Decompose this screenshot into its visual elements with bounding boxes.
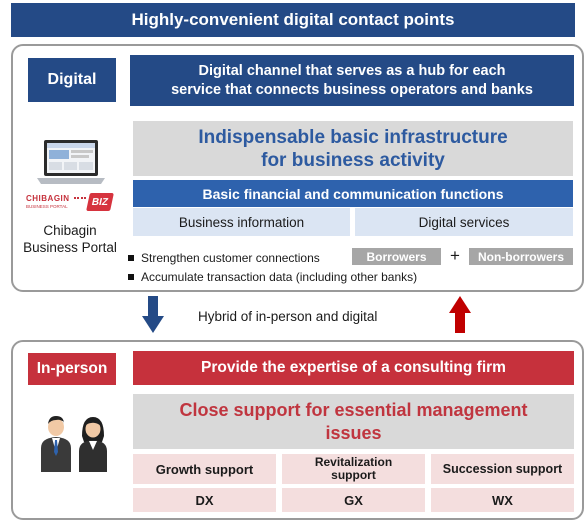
chibagin-biz-logo: CHIBAGIN BUSINESS PORTAL BIZ	[26, 193, 114, 215]
infra-line-2: for business activity	[261, 149, 445, 171]
close-support-line-1: Close support for essential management	[179, 399, 528, 420]
bullet-item: Accumulate transaction data (including o…	[128, 270, 417, 284]
hybrid-text: Hybrid of in-person and digital	[198, 309, 378, 324]
close-support-box: Close support for essential management i…	[133, 394, 574, 449]
logo-biz-badge: BIZ	[86, 193, 114, 211]
gx-cell: GX	[282, 488, 425, 512]
close-support-line-2: issues	[325, 422, 382, 443]
header-banner: Highly-convenient digital contact points	[11, 3, 575, 37]
channel-line-2: service that connects business operators…	[171, 81, 533, 98]
bullet-marker	[128, 255, 134, 261]
succession-support-cell: Succession support	[431, 454, 574, 484]
borrowers-badge: Borrowers	[352, 248, 441, 265]
up-arrow-icon	[449, 296, 471, 333]
plus-sign: +	[450, 246, 460, 265]
in-person-label: In-person	[28, 353, 116, 385]
infra-line-1: Indispensable basic infrastructure	[198, 126, 508, 148]
digital-label: Digital	[28, 58, 116, 102]
bullet-item: Strengthen customer connections	[128, 251, 320, 265]
logo-subtext: BUSINESS PORTAL	[26, 204, 68, 209]
digital-services-cell: Digital services	[355, 208, 573, 236]
basic-functions-bar: Basic financial and communication functi…	[133, 180, 573, 207]
business-information-cell: Business information	[133, 208, 350, 236]
portal-name-line-2: Business Portal	[23, 240, 117, 255]
digital-channel-box: Digital channel that serves as a hub for…	[130, 55, 574, 106]
logo-wordmark: CHIBAGIN	[26, 194, 70, 203]
laptop-icon	[37, 140, 105, 184]
portal-name-line-1: Chibagin	[43, 223, 97, 238]
expertise-bar: Provide the expertise of a consulting fi…	[133, 351, 574, 385]
bullet-marker	[128, 274, 134, 280]
infrastructure-box: Indispensable basic infrastructure for b…	[133, 121, 573, 176]
down-arrow-icon	[142, 296, 164, 333]
growth-support-cell: Growth support	[133, 454, 276, 484]
revitalization-support-cell: Revitalization support	[282, 454, 425, 484]
logo-dots	[74, 197, 86, 202]
non-borrowers-badge: Non-borrowers	[469, 248, 573, 265]
consultants-icon	[41, 416, 107, 472]
header-title: Highly-convenient digital contact points	[131, 10, 455, 29]
channel-line-1: Digital channel that serves as a hub for…	[198, 62, 506, 79]
dx-cell: DX	[133, 488, 276, 512]
portal-name: Chibagin Business Portal	[14, 222, 126, 256]
wx-cell: WX	[431, 488, 574, 512]
